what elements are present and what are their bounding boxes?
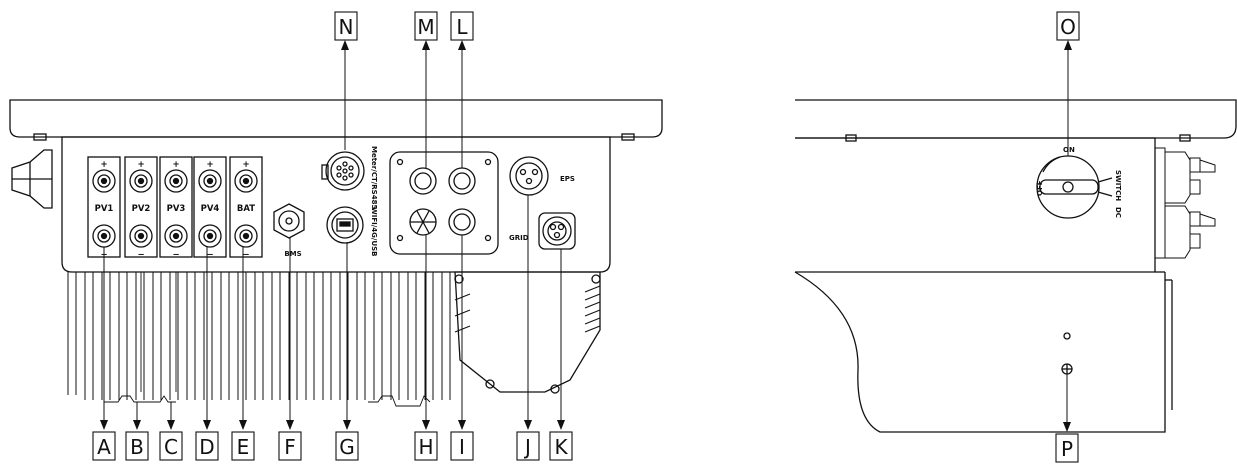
switch-name-label: SWITCH xyxy=(1114,170,1122,201)
gland-h xyxy=(409,208,437,236)
arrow-heads xyxy=(100,40,1072,432)
minus-pv3: − xyxy=(172,250,179,260)
callout-b: B xyxy=(130,435,144,459)
callout-f: F xyxy=(284,435,296,459)
gland-m xyxy=(409,167,437,195)
gland-plate xyxy=(389,151,499,255)
callout-p: P xyxy=(1061,437,1073,461)
callout-d: D xyxy=(199,435,214,459)
gland-l xyxy=(448,167,476,195)
callout-o: O xyxy=(1060,15,1076,39)
heatsink-fins xyxy=(67,272,451,400)
label-meter: Meter/CT/RS485 xyxy=(370,146,378,209)
minus-bat: − xyxy=(242,250,249,260)
plus-bat: + xyxy=(242,160,249,170)
callout-h: H xyxy=(418,435,433,459)
callout-j: J xyxy=(523,435,531,459)
minus-pv1: − xyxy=(100,250,107,260)
callout-boxes xyxy=(92,11,1080,463)
label-grid: GRID xyxy=(509,234,529,242)
label-bms: BMS xyxy=(284,250,301,258)
pv-connectors xyxy=(92,169,258,248)
plus-pv1: + xyxy=(100,160,107,170)
top-cover xyxy=(9,99,663,138)
side-screw-small xyxy=(1063,332,1071,340)
label-pv4: PV4 xyxy=(201,204,220,214)
callout-k: K xyxy=(554,435,568,459)
leader-lines xyxy=(103,42,1069,430)
minus-pv2: − xyxy=(137,250,144,260)
plus-pv3: + xyxy=(172,160,179,170)
callout-a: A xyxy=(97,435,111,459)
side-lower-body xyxy=(794,271,1166,433)
label-bat: BAT xyxy=(237,204,255,214)
callout-n: N xyxy=(339,15,354,39)
pv3-frame xyxy=(159,156,193,258)
inverter-bottom-view xyxy=(9,99,663,407)
grid-connector xyxy=(538,212,576,250)
minus-pv4: − xyxy=(206,250,213,260)
callout-g: G xyxy=(339,435,355,459)
callout-m: M xyxy=(417,15,434,39)
gland-i xyxy=(448,208,476,236)
side-connectors xyxy=(1154,147,1216,259)
callout-l: L xyxy=(456,15,468,39)
callout-i: I xyxy=(459,435,465,459)
label-pv1: PV1 xyxy=(95,204,114,214)
switch-off-label: OFF xyxy=(1036,180,1044,196)
dc-switch xyxy=(1036,155,1113,219)
label-eps: EPS xyxy=(560,175,575,183)
callout-e: E xyxy=(237,435,250,459)
side-body xyxy=(795,137,1156,273)
pv2-frame xyxy=(124,156,158,258)
switch-on-label: ON xyxy=(1063,146,1075,154)
switch-dc-label: DC xyxy=(1114,207,1122,218)
inverter-side-view xyxy=(794,99,1237,433)
pv4-frame xyxy=(193,156,227,258)
eps-connector xyxy=(509,156,549,196)
plus-pv2: + xyxy=(137,160,144,170)
callout-c: C xyxy=(164,435,178,459)
label-pv3: PV3 xyxy=(167,204,186,214)
side-top-cover xyxy=(795,99,1237,139)
side-screw-p xyxy=(1061,363,1073,375)
bat-frame xyxy=(229,156,263,258)
label-pv2: PV2 xyxy=(132,204,151,214)
wifi-connector xyxy=(326,206,364,244)
bms-gland xyxy=(273,203,305,239)
meter-connector xyxy=(321,151,365,191)
label-wifi: WIFI/4G/USB xyxy=(370,207,378,257)
plus-pv4: + xyxy=(206,160,213,170)
